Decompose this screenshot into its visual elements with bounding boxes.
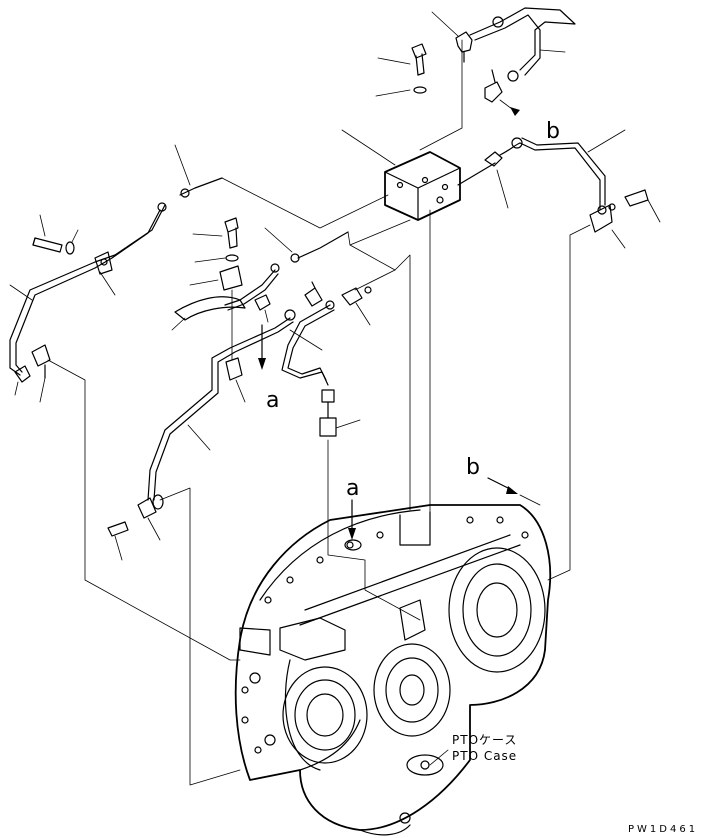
tube-top-right [469,7,576,82]
pto-case [234,504,552,836]
fitting-vertical [319,389,361,437]
label-a-upper: a [266,388,279,413]
case-label-jp: PTOケース [452,733,517,747]
label-b-upper: b [546,119,560,144]
label-b-lower: b [466,455,480,480]
center-washer [194,254,239,263]
bolt-upper-left [32,214,79,255]
tube-center-down [147,309,296,501]
arrow-a-lower [348,499,356,540]
right-bore [448,547,546,673]
left-bore [282,666,368,764]
arrow-b-lower [487,477,541,506]
sensor-clip [225,357,246,403]
tube-upper-left [9,144,223,376]
fitting-lower-center [107,494,164,561]
label-a-lower: a [346,476,359,501]
tube-right [457,137,606,211]
manifold-washer [375,86,427,97]
elbow-mid [304,281,323,307]
connector-mid [341,286,372,326]
case-label-en: PTO Case [452,749,517,763]
tube-s-curve [281,300,335,386]
tube-hook [224,263,280,323]
right-connector [589,203,626,249]
drawing-code: PW1D461 [628,824,698,835]
center-bolt [192,217,239,249]
tube-mid-1 [264,227,349,263]
elbow-fitting-b [484,69,503,103]
elbow-fitting-top [455,31,473,63]
clamp-block [171,265,246,331]
manifold-block [384,151,461,221]
fitting-lower-left [14,344,51,403]
right-bolt [624,189,661,223]
clamp-left [94,251,113,275]
center-bore [373,643,451,737]
manifold-bolt [377,43,427,76]
